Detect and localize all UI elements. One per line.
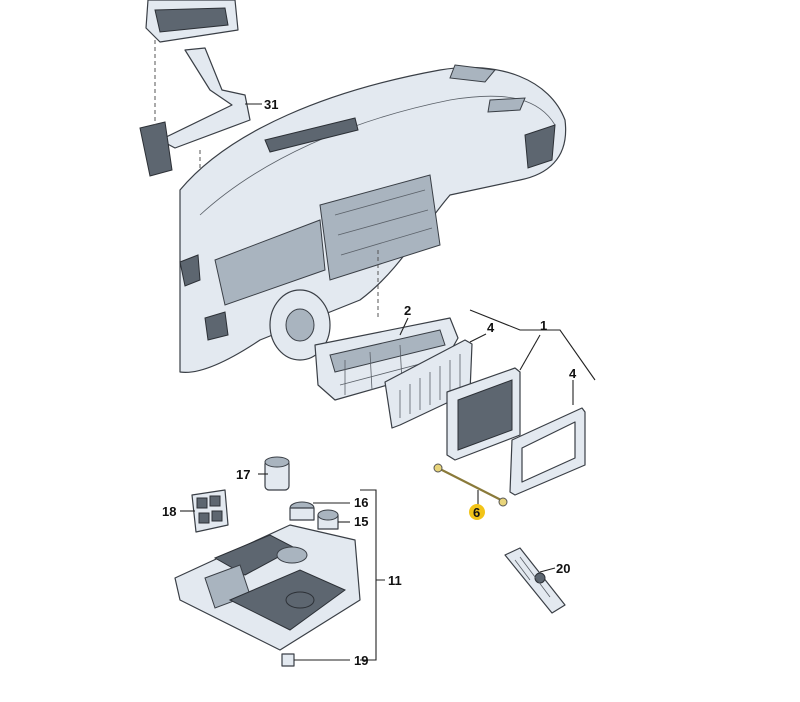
part-6-cable[interactable] [433, 463, 508, 507]
part-17-knob[interactable] [264, 456, 290, 491]
callout-11[interactable]: 11 [388, 573, 402, 588]
callout-20[interactable]: 20 [556, 561, 570, 576]
highlight-marker [469, 504, 485, 520]
part-2-display-bracket[interactable] [314, 317, 459, 401]
callout-16[interactable]: 16 [354, 495, 368, 510]
callout-4[interactable]: 4 [487, 320, 495, 335]
leader-lines [180, 103, 596, 661]
part-18-switch-block[interactable] [191, 489, 229, 533]
part-1-display-unit[interactable] [446, 367, 521, 461]
part-31-bracket[interactable] [139, 0, 251, 220]
callout-4[interactable]: 4 [569, 366, 577, 381]
callout-17[interactable]: 17 [236, 467, 250, 482]
callout-31[interactable]: 31 [264, 97, 278, 112]
callout-15[interactable]: 15 [354, 514, 368, 529]
callout-labels: 31 2 4 1 4 17 16 18 15 6 20 11 19 [162, 97, 577, 668]
part-4-trim-frame[interactable] [509, 407, 586, 496]
part-19-clip[interactable] [281, 653, 295, 667]
callout-18[interactable]: 18 [162, 504, 176, 519]
part-16-knob[interactable] [289, 501, 315, 521]
part-15-knob[interactable] [317, 509, 339, 530]
callout-19[interactable]: 19 [354, 653, 368, 668]
part-11-center-console[interactable] [174, 524, 361, 651]
part-20-remote[interactable] [504, 547, 566, 614]
callout-1[interactable]: 1 [540, 318, 547, 333]
callout-2[interactable]: 2 [404, 303, 411, 318]
callout-6[interactable]: 6 [473, 505, 480, 520]
dashboard-assembly [179, 64, 567, 373]
